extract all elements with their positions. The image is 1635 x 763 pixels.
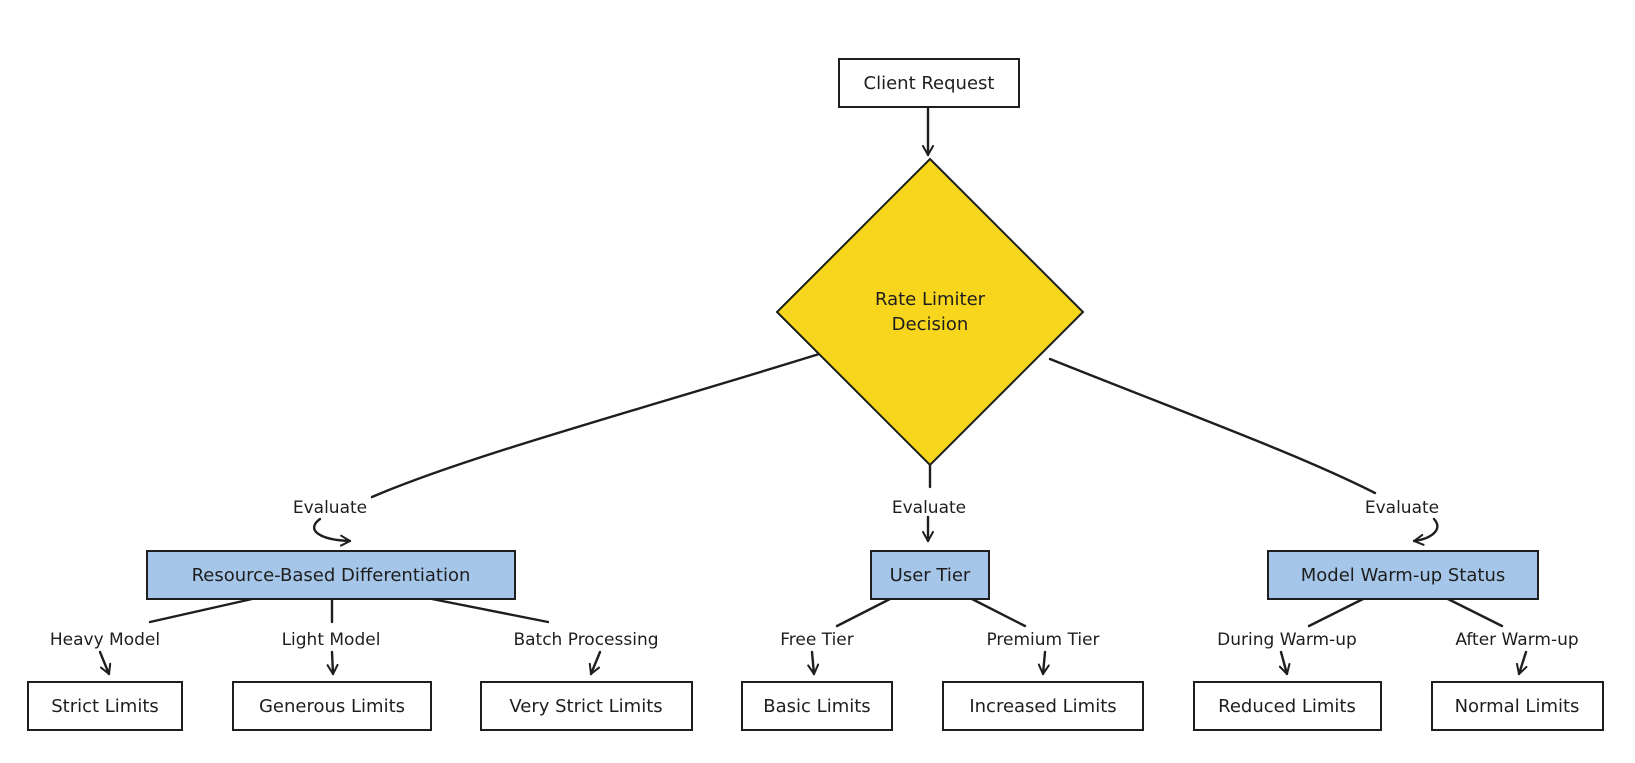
edge-label-after-warmup: After Warm-up	[1455, 630, 1578, 650]
node-client-request[interactable]: Client Request	[838, 58, 1020, 108]
node-reduced-limits[interactable]: Reduced Limits	[1193, 681, 1382, 731]
edge-tier-to-premium	[970, 597, 1027, 628]
node-resource-based-label: Resource-Based Differentiation	[192, 565, 471, 586]
node-normal-limits-label: Normal Limits	[1455, 696, 1580, 717]
node-resource-based-differentiation[interactable]: Resource-Based Differentiation	[146, 550, 516, 600]
edge-free-arrow	[807, 650, 820, 676]
decision-label-line1: Rate Limiter	[875, 289, 986, 310]
node-user-tier-label: User Tier	[890, 565, 971, 586]
edge-tier-to-free	[835, 597, 892, 628]
node-user-tier[interactable]: User Tier	[870, 550, 990, 600]
edge-heavy-arrow	[98, 650, 112, 676]
node-very-strict-limits-label: Very Strict Limits	[509, 696, 662, 717]
decision-label-line2: Decision	[892, 314, 969, 335]
node-generous-limits-label: Generous Limits	[259, 696, 405, 717]
edge-decision-to-warmup	[1048, 357, 1377, 495]
edge-label-evaluate-resource: Evaluate	[293, 498, 367, 518]
node-basic-limits[interactable]: Basic Limits	[741, 681, 893, 731]
edge-label-evaluate-warmup: Evaluate	[1365, 498, 1439, 518]
edge-label-free-tier: Free Tier	[780, 630, 854, 650]
edge-label-evaluate-tier: Evaluate	[892, 498, 966, 518]
edge-premium-arrow	[1037, 650, 1050, 676]
edge-label-during-warmup: During Warm-up	[1217, 630, 1357, 650]
node-very-strict-limits[interactable]: Very Strict Limits	[480, 681, 693, 731]
node-strict-limits[interactable]: Strict Limits	[27, 681, 183, 731]
edge-light-arrow	[326, 650, 339, 676]
edge-label-premium-tier: Premium Tier	[986, 630, 1099, 650]
edge-label-heavy-model: Heavy Model	[50, 630, 160, 650]
edge-warmup-to-during	[1307, 597, 1365, 628]
node-increased-limits-label: Increased Limits	[969, 696, 1116, 717]
edge-resource-to-batch	[430, 597, 550, 624]
edge-label-light-model: Light Model	[282, 630, 381, 650]
node-generous-limits[interactable]: Generous Limits	[232, 681, 432, 731]
node-strict-limits-label: Strict Limits	[51, 696, 159, 717]
edge-resource-to-heavy	[148, 597, 254, 624]
edges	[98, 102, 1528, 676]
edge-after-arrow	[1515, 650, 1528, 676]
node-model-warmup-status[interactable]: Model Warm-up Status	[1267, 550, 1539, 600]
edge-batch-arrow	[588, 650, 602, 676]
node-model-warmup-label: Model Warm-up Status	[1301, 565, 1505, 586]
node-rate-limiter-decision[interactable]: Rate Limiter Decision	[775, 157, 1085, 467]
edge-warmup-arrow	[1412, 517, 1439, 546]
edge-during-arrow	[1278, 650, 1291, 676]
edge-labels: Evaluate Evaluate Evaluate Heavy Model L…	[50, 498, 1579, 650]
edge-label-batch-processing: Batch Processing	[513, 630, 658, 650]
edge-warmup-to-after	[1446, 597, 1504, 628]
node-basic-limits-label: Basic Limits	[763, 696, 870, 717]
node-increased-limits[interactable]: Increased Limits	[942, 681, 1144, 731]
node-reduced-limits-label: Reduced Limits	[1218, 696, 1356, 717]
node-client-request-label: Client Request	[864, 73, 995, 94]
edge-decision-to-resource	[370, 348, 834, 499]
node-normal-limits[interactable]: Normal Limits	[1431, 681, 1604, 731]
edge-resource-arrow	[313, 517, 352, 547]
